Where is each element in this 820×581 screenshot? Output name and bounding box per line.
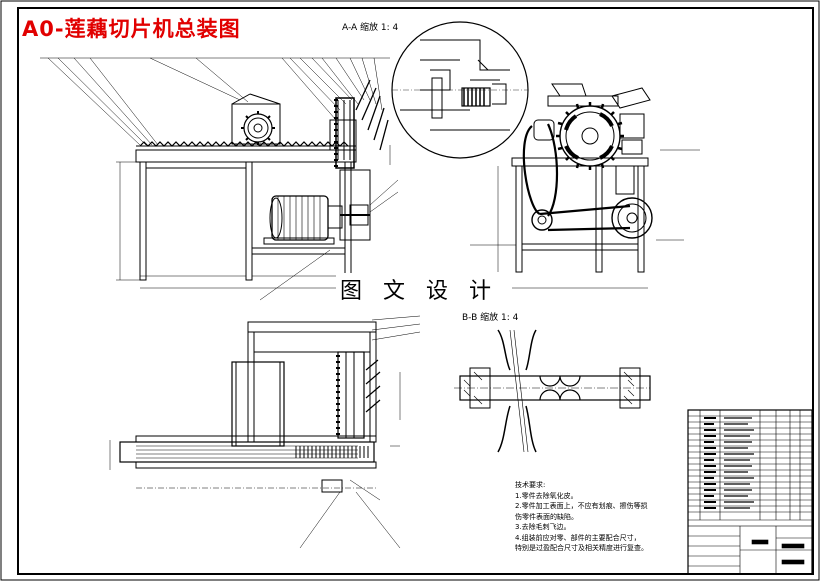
section-bb-view xyxy=(454,329,651,453)
inner-border xyxy=(17,7,814,575)
note-line: 1.零件去除氧化皮。 xyxy=(515,491,578,500)
note-line: 3.去除毛刺飞边。 xyxy=(515,523,571,531)
front-view xyxy=(40,57,399,301)
side-view xyxy=(470,83,700,289)
watermark-overlay-text: 图 文 设 计 xyxy=(336,273,502,305)
detail-view xyxy=(391,21,529,159)
note-line: 特别是过盈配合尺寸及相关精度进行复查。 xyxy=(515,544,648,552)
drawing-title: A0-莲藕切片机总装图 xyxy=(22,17,241,41)
note-line: 技术要求: xyxy=(515,481,546,489)
technical-notes: 技术要求: 1.零件去除氧化皮。 2.零件加工表面上，不应有划痕、擦伤等损 伤零… xyxy=(515,480,648,554)
top-view xyxy=(109,315,421,549)
title-block xyxy=(687,409,813,575)
note-line: 伤零件表面的缺陷。 xyxy=(515,512,578,521)
note-line: 2.零件加工表面上，不应有划痕、擦伤等损 xyxy=(515,502,648,510)
note-line: 4.组装前应对零、部件的主要配合尺寸， xyxy=(515,533,641,542)
section-aa-label: A-A 缩放 1: 4 xyxy=(342,23,399,33)
section-bb-label: B-B 缩放 1: 4 xyxy=(462,313,519,323)
